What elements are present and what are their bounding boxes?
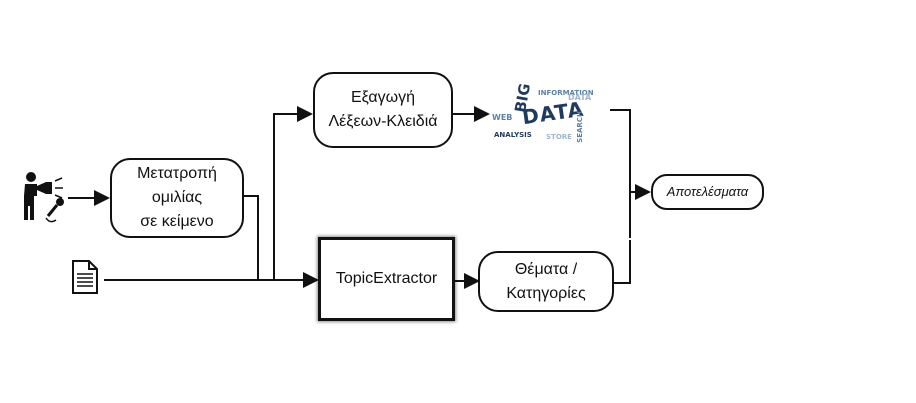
topicextractor-node: TopicExtractor	[318, 237, 455, 321]
cloud-word: DATA	[568, 93, 592, 102]
edge-topics-out	[614, 240, 631, 284]
edge-cloud-out	[610, 109, 631, 238]
keyword-extraction-node: Εξαγωγή Λέξεων-Κλειδιά	[313, 72, 453, 148]
results-node: Αποτελέσματα	[651, 174, 764, 210]
speech-to-text-node: Μετατροπή ομιλίας σε κείμενο	[110, 158, 244, 238]
document-icon	[72, 260, 98, 294]
cloud-word: INFORMATION	[538, 89, 594, 97]
cloud-word: ANALYSIS	[494, 131, 532, 139]
cloud-word: WEB	[492, 113, 513, 122]
topics-categories-node: Θέματα / Κατηγορίες	[478, 251, 614, 312]
edge-to-keyword	[273, 106, 313, 280]
cloud-word: STORE	[546, 133, 572, 141]
cloud-word: SEARCH	[575, 111, 584, 143]
edge-speech-out	[244, 195, 259, 280]
word-cloud-image: DATA BIG INFORMATION SEARCH DATA WEB ANA…	[490, 82, 602, 147]
speaker-with-microphone-icon	[24, 172, 64, 223]
